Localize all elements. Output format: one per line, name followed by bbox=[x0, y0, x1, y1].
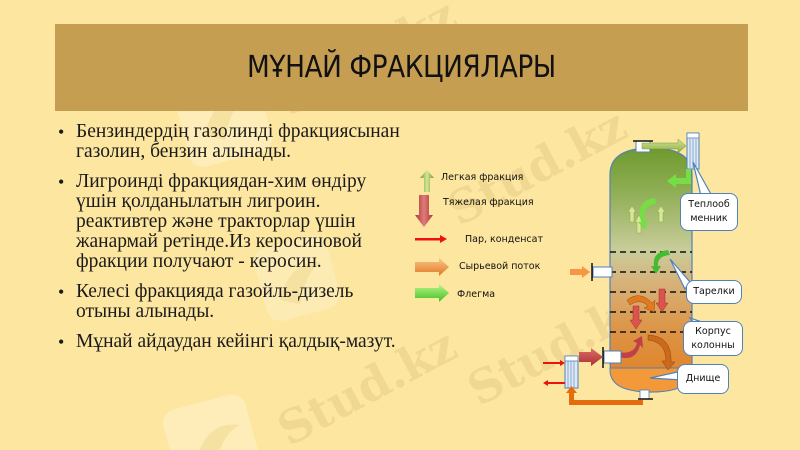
bullet-item: Мұнай айдаудан кейінгі қалдық-мазут. bbox=[56, 332, 406, 353]
watermark-logo-icon bbox=[163, 394, 261, 450]
callout-text: Корпус колонны bbox=[691, 325, 735, 351]
legend: Легкая фракция Тяжелая фракция Пар, конд… bbox=[410, 165, 580, 315]
legend-label: Сырьевой поток bbox=[459, 261, 541, 272]
distillation-column-diagram bbox=[543, 132, 714, 405]
callout-text: Тарелки bbox=[693, 286, 735, 297]
feed-arrow bbox=[570, 266, 590, 278]
bullet-item: Бензиндердің газолинді фракциясынан газо… bbox=[56, 122, 406, 162]
green-arrow-icon bbox=[415, 284, 449, 302]
orange-arrow-icon bbox=[415, 258, 449, 276]
callout-trays: Тарелки bbox=[686, 280, 742, 304]
callout-text: Днище bbox=[685, 373, 721, 384]
bullet-item: Лигроинді фракциядан-хим өндіру үшін қол… bbox=[56, 172, 406, 272]
callout-heat-exchanger: Теплооб менник bbox=[680, 193, 738, 231]
bullet-list: Бензиндердің газолинді фракциясынан газо… bbox=[56, 122, 406, 362]
callout-bottom: Днище bbox=[677, 364, 729, 394]
legend-label: Флегма bbox=[457, 289, 496, 300]
bullet-item: Келесі фракцияда газойль-дизель отыны ал… bbox=[56, 282, 406, 322]
legend-label: Тяжелая фракция bbox=[443, 197, 534, 208]
title-bar: МҰНАЙ ФРАКЦИЯЛАРЫ bbox=[55, 24, 748, 111]
reflux-arrow bbox=[667, 169, 691, 188]
legend-label: Легкая фракция bbox=[441, 172, 524, 183]
up-arrow-icon bbox=[420, 170, 434, 192]
down-arrow-icon bbox=[415, 195, 433, 227]
thin-red-arrow-icon bbox=[415, 235, 447, 243]
callout-column-body: Корпус колонны bbox=[683, 321, 743, 356]
callout-text: Теплооб менник bbox=[688, 199, 730, 224]
legend-label: Пар, конденсат bbox=[465, 234, 543, 245]
heated-feed-arrow bbox=[579, 348, 603, 366]
slide-title: МҰНАЙ ФРАКЦИЯЛАРЫ bbox=[247, 50, 556, 85]
bottoms-return-line bbox=[566, 386, 643, 405]
